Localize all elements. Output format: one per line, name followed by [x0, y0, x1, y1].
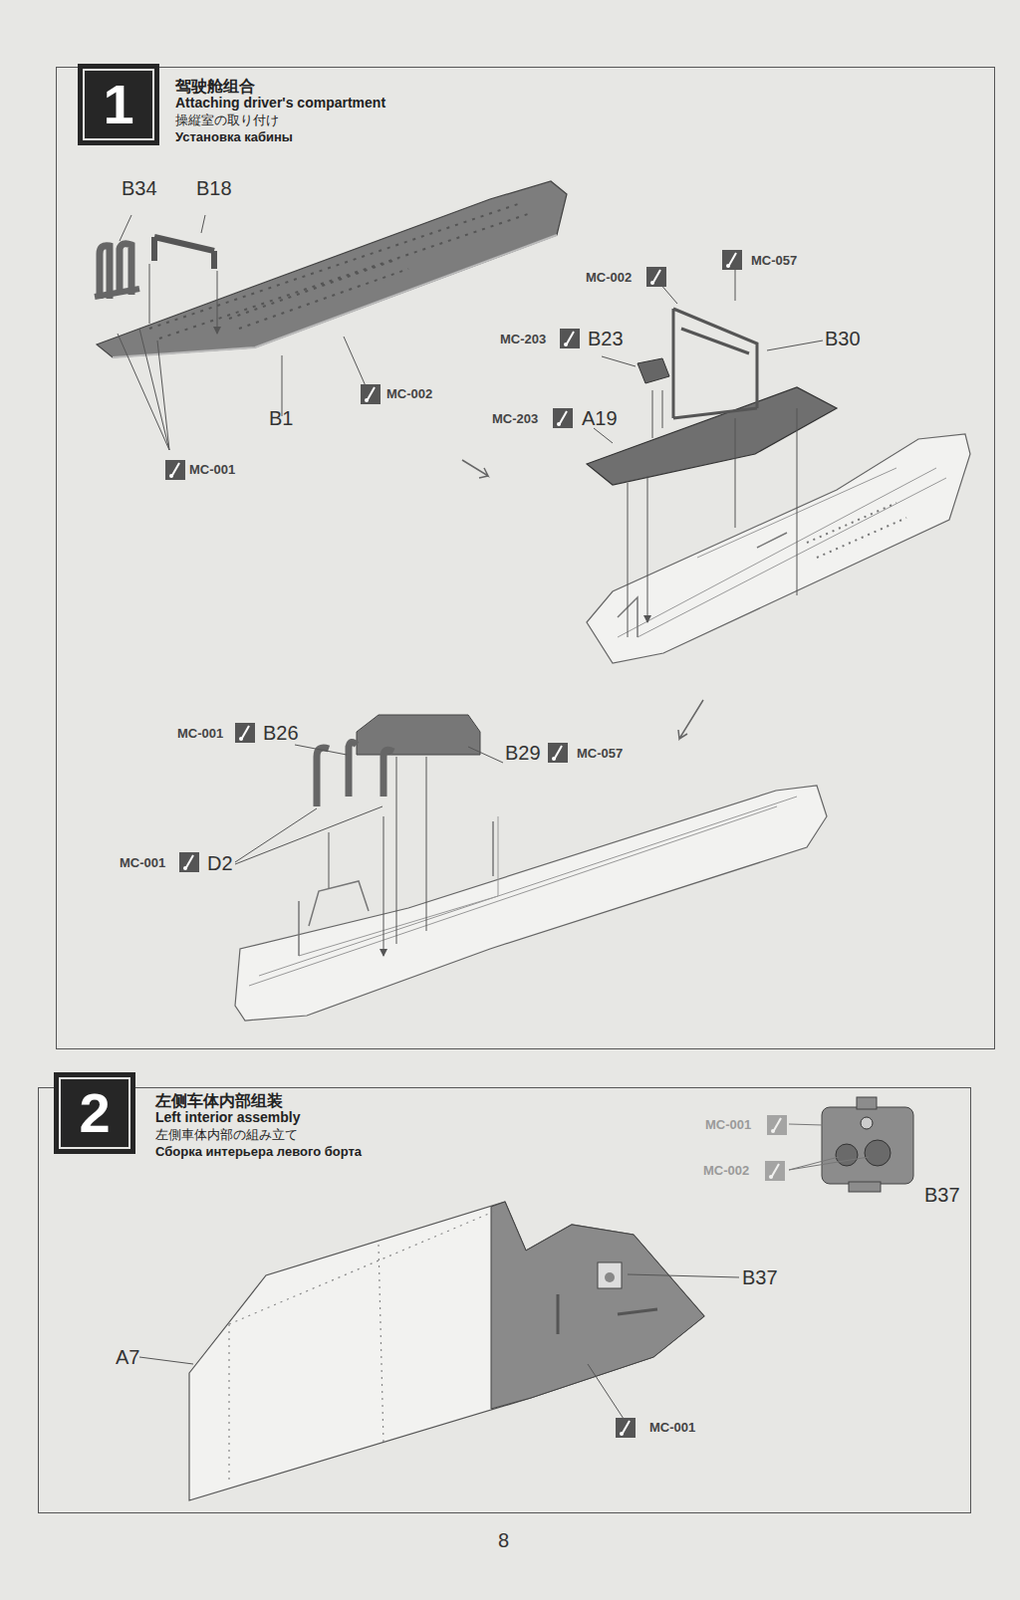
part-number: B1 — [268, 407, 293, 430]
paint-code: MC-002 — [703, 1164, 750, 1179]
paint-code: MC-203 — [492, 412, 538, 427]
step-number-box: 2 — [53, 1072, 136, 1155]
paint-code: MC-057 — [751, 254, 797, 268]
step-heading: 左侧车体内部组装 — [155, 1092, 362, 1110]
paint-code: MC-002 — [585, 270, 632, 285]
paint-code: MC-001 — [189, 463, 236, 478]
paint-code: MC-203 — [500, 332, 546, 347]
part-number: B37 — [924, 1184, 961, 1207]
paint-code: MC-002 — [386, 387, 433, 402]
part-number: B26 — [262, 722, 299, 745]
paint-code: MC-001 — [177, 727, 224, 742]
paint-code: MC-001 — [649, 1421, 696, 1436]
step-heading: Attaching driver's compartment — [175, 94, 386, 112]
part-number: B23 — [587, 327, 624, 350]
page-number: 8 — [498, 1530, 510, 1552]
step-panel: 驾驶舱组合Attaching driver's compartment操縦室の取… — [55, 66, 996, 1050]
step-heading: 左側車体内部の組み立て — [155, 1126, 362, 1144]
part-number: B34 — [121, 177, 158, 200]
step-heading: 驾驶舱组合 — [175, 77, 386, 95]
part-number: B37 — [742, 1267, 778, 1289]
part-number: A7 — [115, 1346, 140, 1369]
part-number: B29 — [505, 742, 541, 765]
part-number: D2 — [207, 852, 234, 875]
part-number: B18 — [196, 177, 233, 200]
step-number: 1 — [102, 76, 134, 133]
step-number-box: 1 — [77, 63, 160, 146]
paint-code: MC-001 — [119, 856, 166, 871]
part-number: A19 — [581, 407, 618, 430]
paint-code: MC-057 — [576, 747, 623, 762]
step-heading-block: 左侧车体内部组装Left interior assembly左側車体内部の組み立… — [152, 1091, 365, 1162]
step-heading-block: 驾驶舱组合Attaching driver's compartment操縦室の取… — [172, 76, 389, 147]
step-heading: Left interior assembly — [155, 1109, 362, 1127]
step-number: 2 — [78, 1085, 110, 1142]
step-heading: Сборка интерьера левого борта — [155, 1143, 362, 1161]
step-panel: 左侧车体内部组装Left interior assembly左側車体内部の組み立… — [37, 1087, 972, 1515]
step-heading: Установка кабины — [175, 128, 386, 146]
paint-code: MC-001 — [705, 1118, 752, 1133]
part-number: B30 — [824, 327, 861, 350]
step-heading: 操縦室の取り付け — [175, 111, 386, 129]
